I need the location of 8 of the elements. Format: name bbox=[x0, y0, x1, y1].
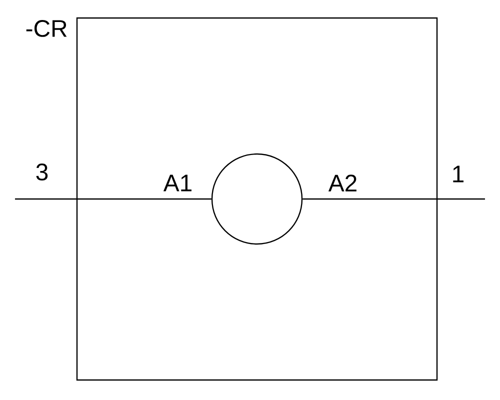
terminal-label: 1 bbox=[453, 166, 464, 182]
wire-line bbox=[302, 198, 485, 200]
wire-line bbox=[15, 198, 212, 200]
node-label: -CR bbox=[26, 20, 67, 37]
terminal-label: 3 bbox=[36, 164, 48, 180]
terminal-label: A1 bbox=[163, 174, 192, 192]
terminal-label: A2 bbox=[328, 174, 356, 192]
coil-circle bbox=[211, 153, 303, 245]
